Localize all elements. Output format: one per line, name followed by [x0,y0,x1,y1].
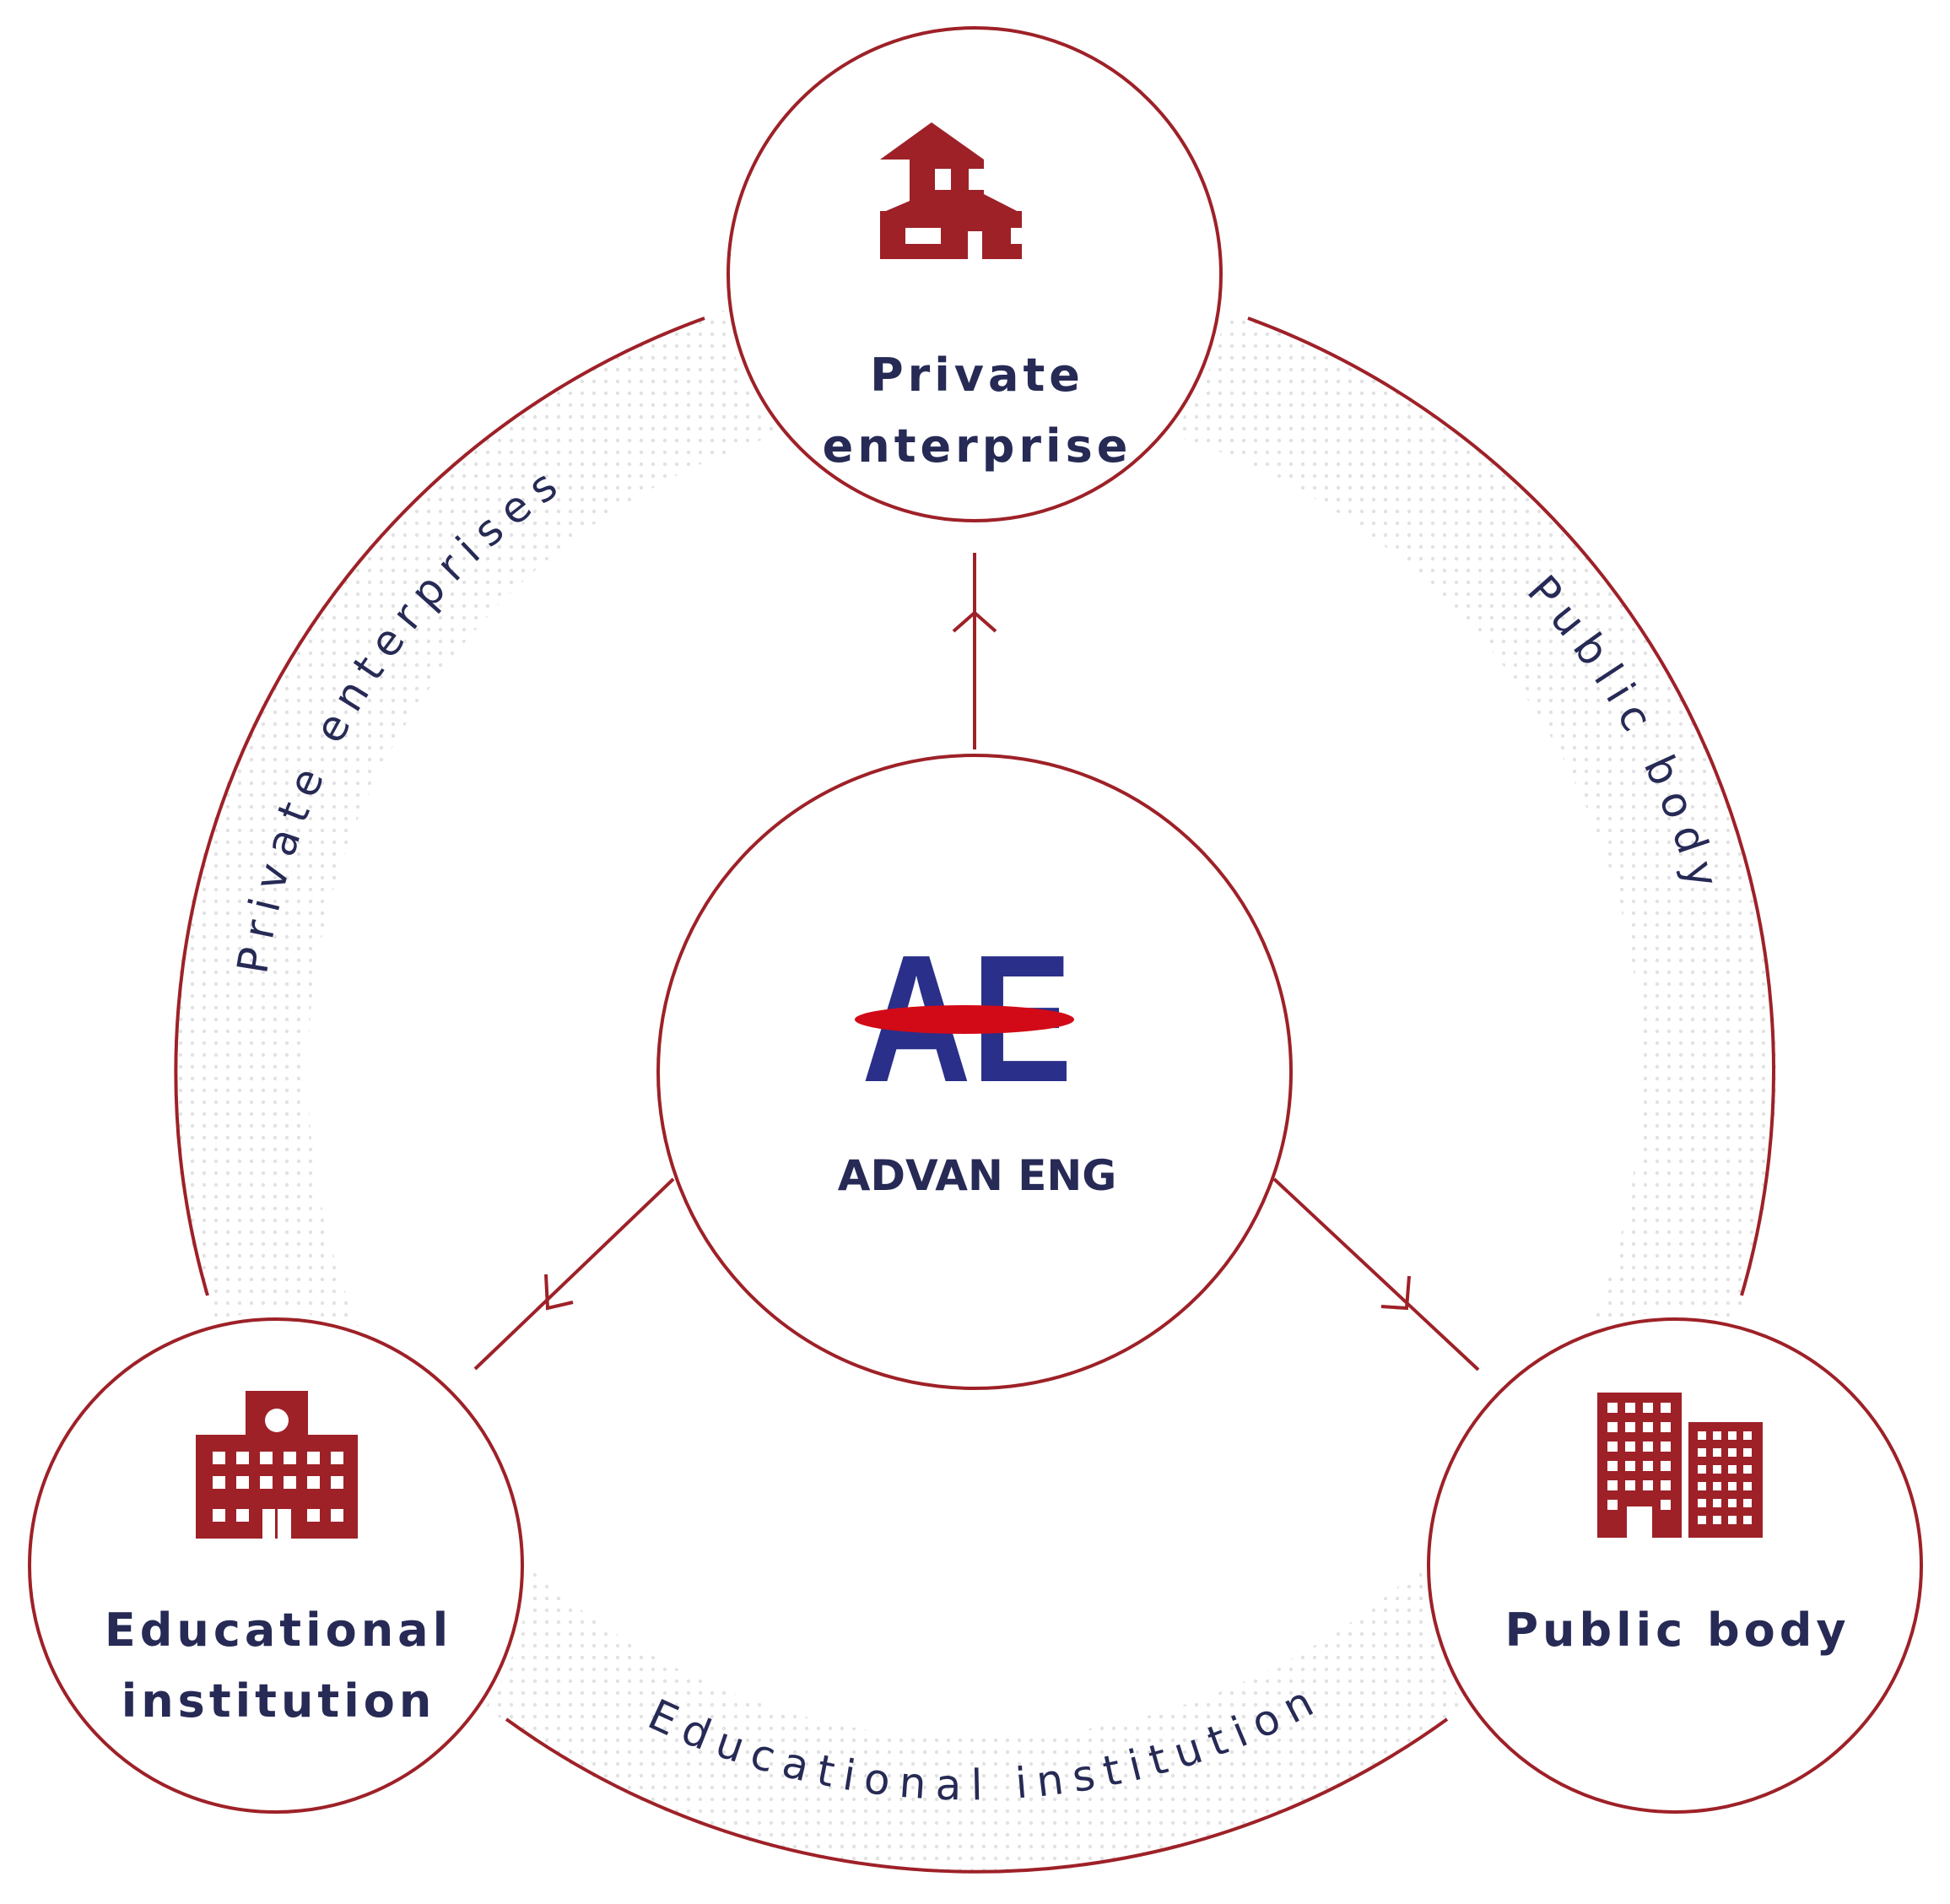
educational-institution-title-line2: institution [122,1674,436,1728]
factory-icon [880,122,1046,259]
private-enterprise-title-line2: enterprise [823,419,1132,473]
private-enterprise-title-line1: Private [870,349,1084,402]
center-node: AE ADVAN ENG [656,754,1293,1390]
public-body-title: Public body [1504,1604,1850,1657]
educational-institution-node: Educational institution [28,1317,524,1814]
company-name: ADVAN ENG [838,1151,1117,1200]
company-logo: AE [855,917,1074,1120]
public-body-node: Public body [1427,1317,1923,1814]
outer-ring-arc-bottom [505,1717,1449,1874]
office-buildings-icon [1597,1393,1763,1538]
outer-ring-arc-right [1247,316,1775,1296]
connector-to-public [1272,1177,1480,1371]
private-enterprise-node: Private enterprise [727,26,1223,522]
connector-to-educational [473,1177,675,1371]
educational-institution-title-line1: Educational [105,1604,452,1657]
outer-ring-arc-left [174,316,705,1296]
school-icon [196,1391,358,1539]
connector-to-private [952,553,997,749]
